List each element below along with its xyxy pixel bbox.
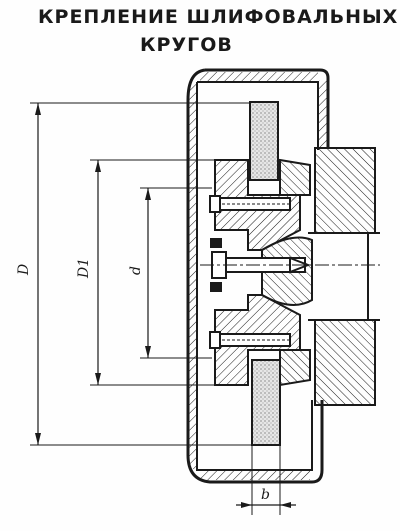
- title-line-1: КРЕПЛЕНИЕ ШЛИФОВАЛЬНЫХ: [38, 6, 399, 28]
- dimension-flange-diameter: D1: [76, 159, 215, 386]
- grinding-wheel: [249, 101, 281, 446]
- title-line-2: КРУГОВ: [140, 34, 233, 56]
- label-flange-diameter: D1: [76, 258, 92, 279]
- label-bore-diameter: d: [128, 266, 144, 275]
- dimension-outer-diameter: D: [16, 102, 252, 446]
- label-outer-diameter: D: [16, 264, 32, 276]
- dimension-wheel-width: b: [236, 445, 296, 515]
- spindle: [308, 147, 380, 406]
- wheel-guard: [186, 68, 330, 484]
- label-wheel-width: b: [261, 487, 270, 503]
- dimension-bore-diameter: d: [128, 187, 212, 359]
